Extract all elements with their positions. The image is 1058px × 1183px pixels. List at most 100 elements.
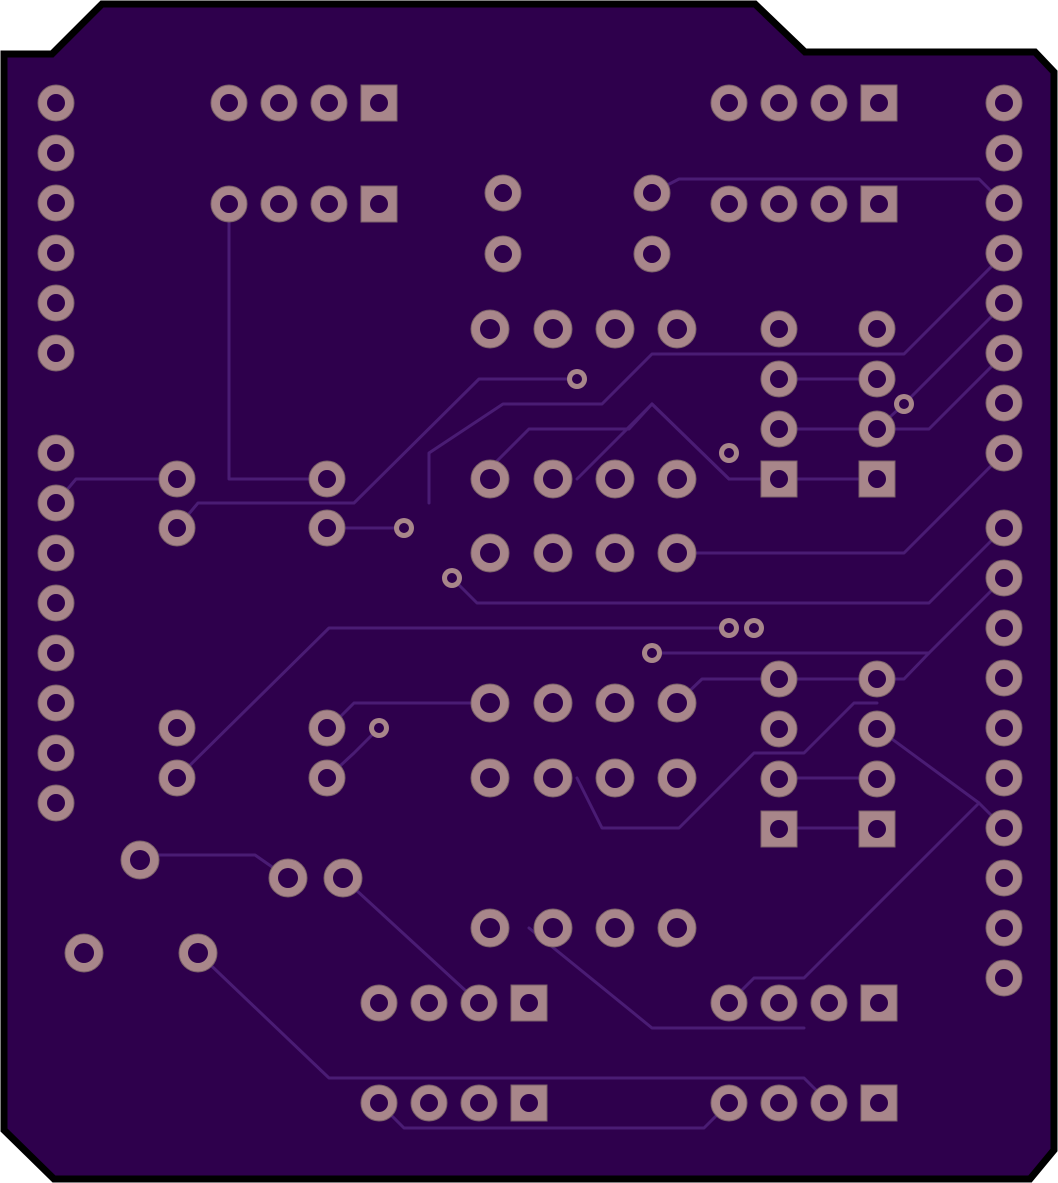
ic-pad — [470, 309, 510, 349]
component-pad — [120, 840, 160, 880]
ic-pad — [470, 683, 510, 723]
header-pin — [985, 809, 1023, 847]
ic-pad — [470, 533, 510, 573]
ic-pad — [657, 758, 697, 798]
copper-trace — [477, 402, 654, 481]
copper-trace — [650, 402, 731, 481]
via — [369, 718, 389, 738]
copper-trace — [902, 302, 1006, 406]
ic-pad — [470, 758, 510, 798]
component-pad — [323, 858, 363, 898]
connector-pin-1 — [510, 984, 548, 1022]
connector-pin — [810, 984, 848, 1022]
connector-pin-1 — [860, 84, 898, 122]
ic-pad — [533, 459, 573, 499]
switch-pin — [858, 360, 896, 398]
switch-pin — [760, 710, 798, 748]
copper-trace — [527, 926, 806, 1030]
switch-pin — [760, 760, 798, 798]
passive-pad — [308, 509, 346, 547]
connector-pin — [810, 1084, 848, 1122]
component-pad — [178, 933, 218, 973]
connector-pin-1 — [510, 1084, 548, 1122]
header-pin — [985, 659, 1023, 697]
passive-pad — [308, 460, 346, 498]
connector-pin-1 — [860, 984, 898, 1022]
copper-trace — [777, 701, 879, 755]
switch-pin-1 — [760, 810, 798, 848]
copper-trace — [341, 876, 481, 1005]
passive-pad — [308, 709, 346, 747]
component-pad — [64, 933, 104, 973]
component-pad — [484, 174, 522, 212]
via — [894, 394, 914, 414]
header-pin — [37, 534, 75, 572]
header-pin — [985, 909, 1023, 947]
passive-pad — [158, 509, 196, 547]
connector-pin — [260, 185, 298, 223]
connector-pin — [210, 84, 248, 122]
header-pin — [985, 509, 1023, 547]
header-pin — [37, 284, 75, 322]
header-pin — [985, 434, 1023, 472]
ic-pad — [533, 533, 573, 573]
component-pad — [633, 174, 671, 212]
switch-pin — [760, 360, 798, 398]
component-pad — [633, 235, 671, 273]
connector-pin — [810, 84, 848, 122]
via — [744, 618, 764, 638]
ic-pad — [533, 908, 573, 948]
header-pin — [37, 84, 75, 122]
connector-pin — [260, 84, 298, 122]
copper-trace — [227, 202, 329, 481]
connector-pin-1 — [360, 84, 398, 122]
switch-pin — [858, 660, 896, 698]
switch-pin — [858, 710, 896, 748]
ic-pad — [595, 908, 635, 948]
connector-pin — [410, 984, 448, 1022]
switch-pin — [760, 310, 798, 348]
switch-pin — [858, 410, 896, 448]
passive-pad — [158, 759, 196, 797]
connector-pin-1 — [860, 185, 898, 223]
header-pin — [985, 559, 1023, 597]
connector-pin — [810, 185, 848, 223]
via — [719, 618, 739, 638]
ic-pad — [533, 683, 573, 723]
switch-pin — [858, 310, 896, 348]
header-pin — [985, 334, 1023, 372]
header-pin — [37, 184, 75, 222]
header-pin — [985, 759, 1023, 797]
copper-trace — [575, 751, 781, 830]
connector-pin — [760, 84, 798, 122]
header-pin — [985, 84, 1023, 122]
connector-pin — [360, 984, 398, 1022]
header-pin — [985, 959, 1023, 997]
connector-pin — [710, 185, 748, 223]
ic-pad — [657, 459, 697, 499]
switch-pin — [858, 760, 896, 798]
switch-pin — [760, 660, 798, 698]
ic-pad — [533, 758, 573, 798]
header-pin — [985, 134, 1023, 172]
header-pin — [985, 609, 1023, 647]
switch-pin — [760, 410, 798, 448]
header-pin — [37, 684, 75, 722]
connector-pin — [710, 1084, 748, 1122]
header-pin — [37, 584, 75, 622]
switch-pin-1 — [858, 460, 896, 498]
connector-pin — [760, 1084, 798, 1122]
connector-pin — [460, 984, 498, 1022]
component-pad — [484, 235, 522, 273]
header-pin — [37, 334, 75, 372]
header-pin — [985, 284, 1023, 322]
header-pin — [37, 634, 75, 672]
connector-pin — [460, 1084, 498, 1122]
switch-pin-1 — [858, 810, 896, 848]
copper-trace — [777, 352, 1006, 431]
ic-pad — [533, 309, 573, 349]
via — [442, 568, 462, 588]
connector-pin — [710, 984, 748, 1022]
ic-pad — [657, 683, 697, 723]
